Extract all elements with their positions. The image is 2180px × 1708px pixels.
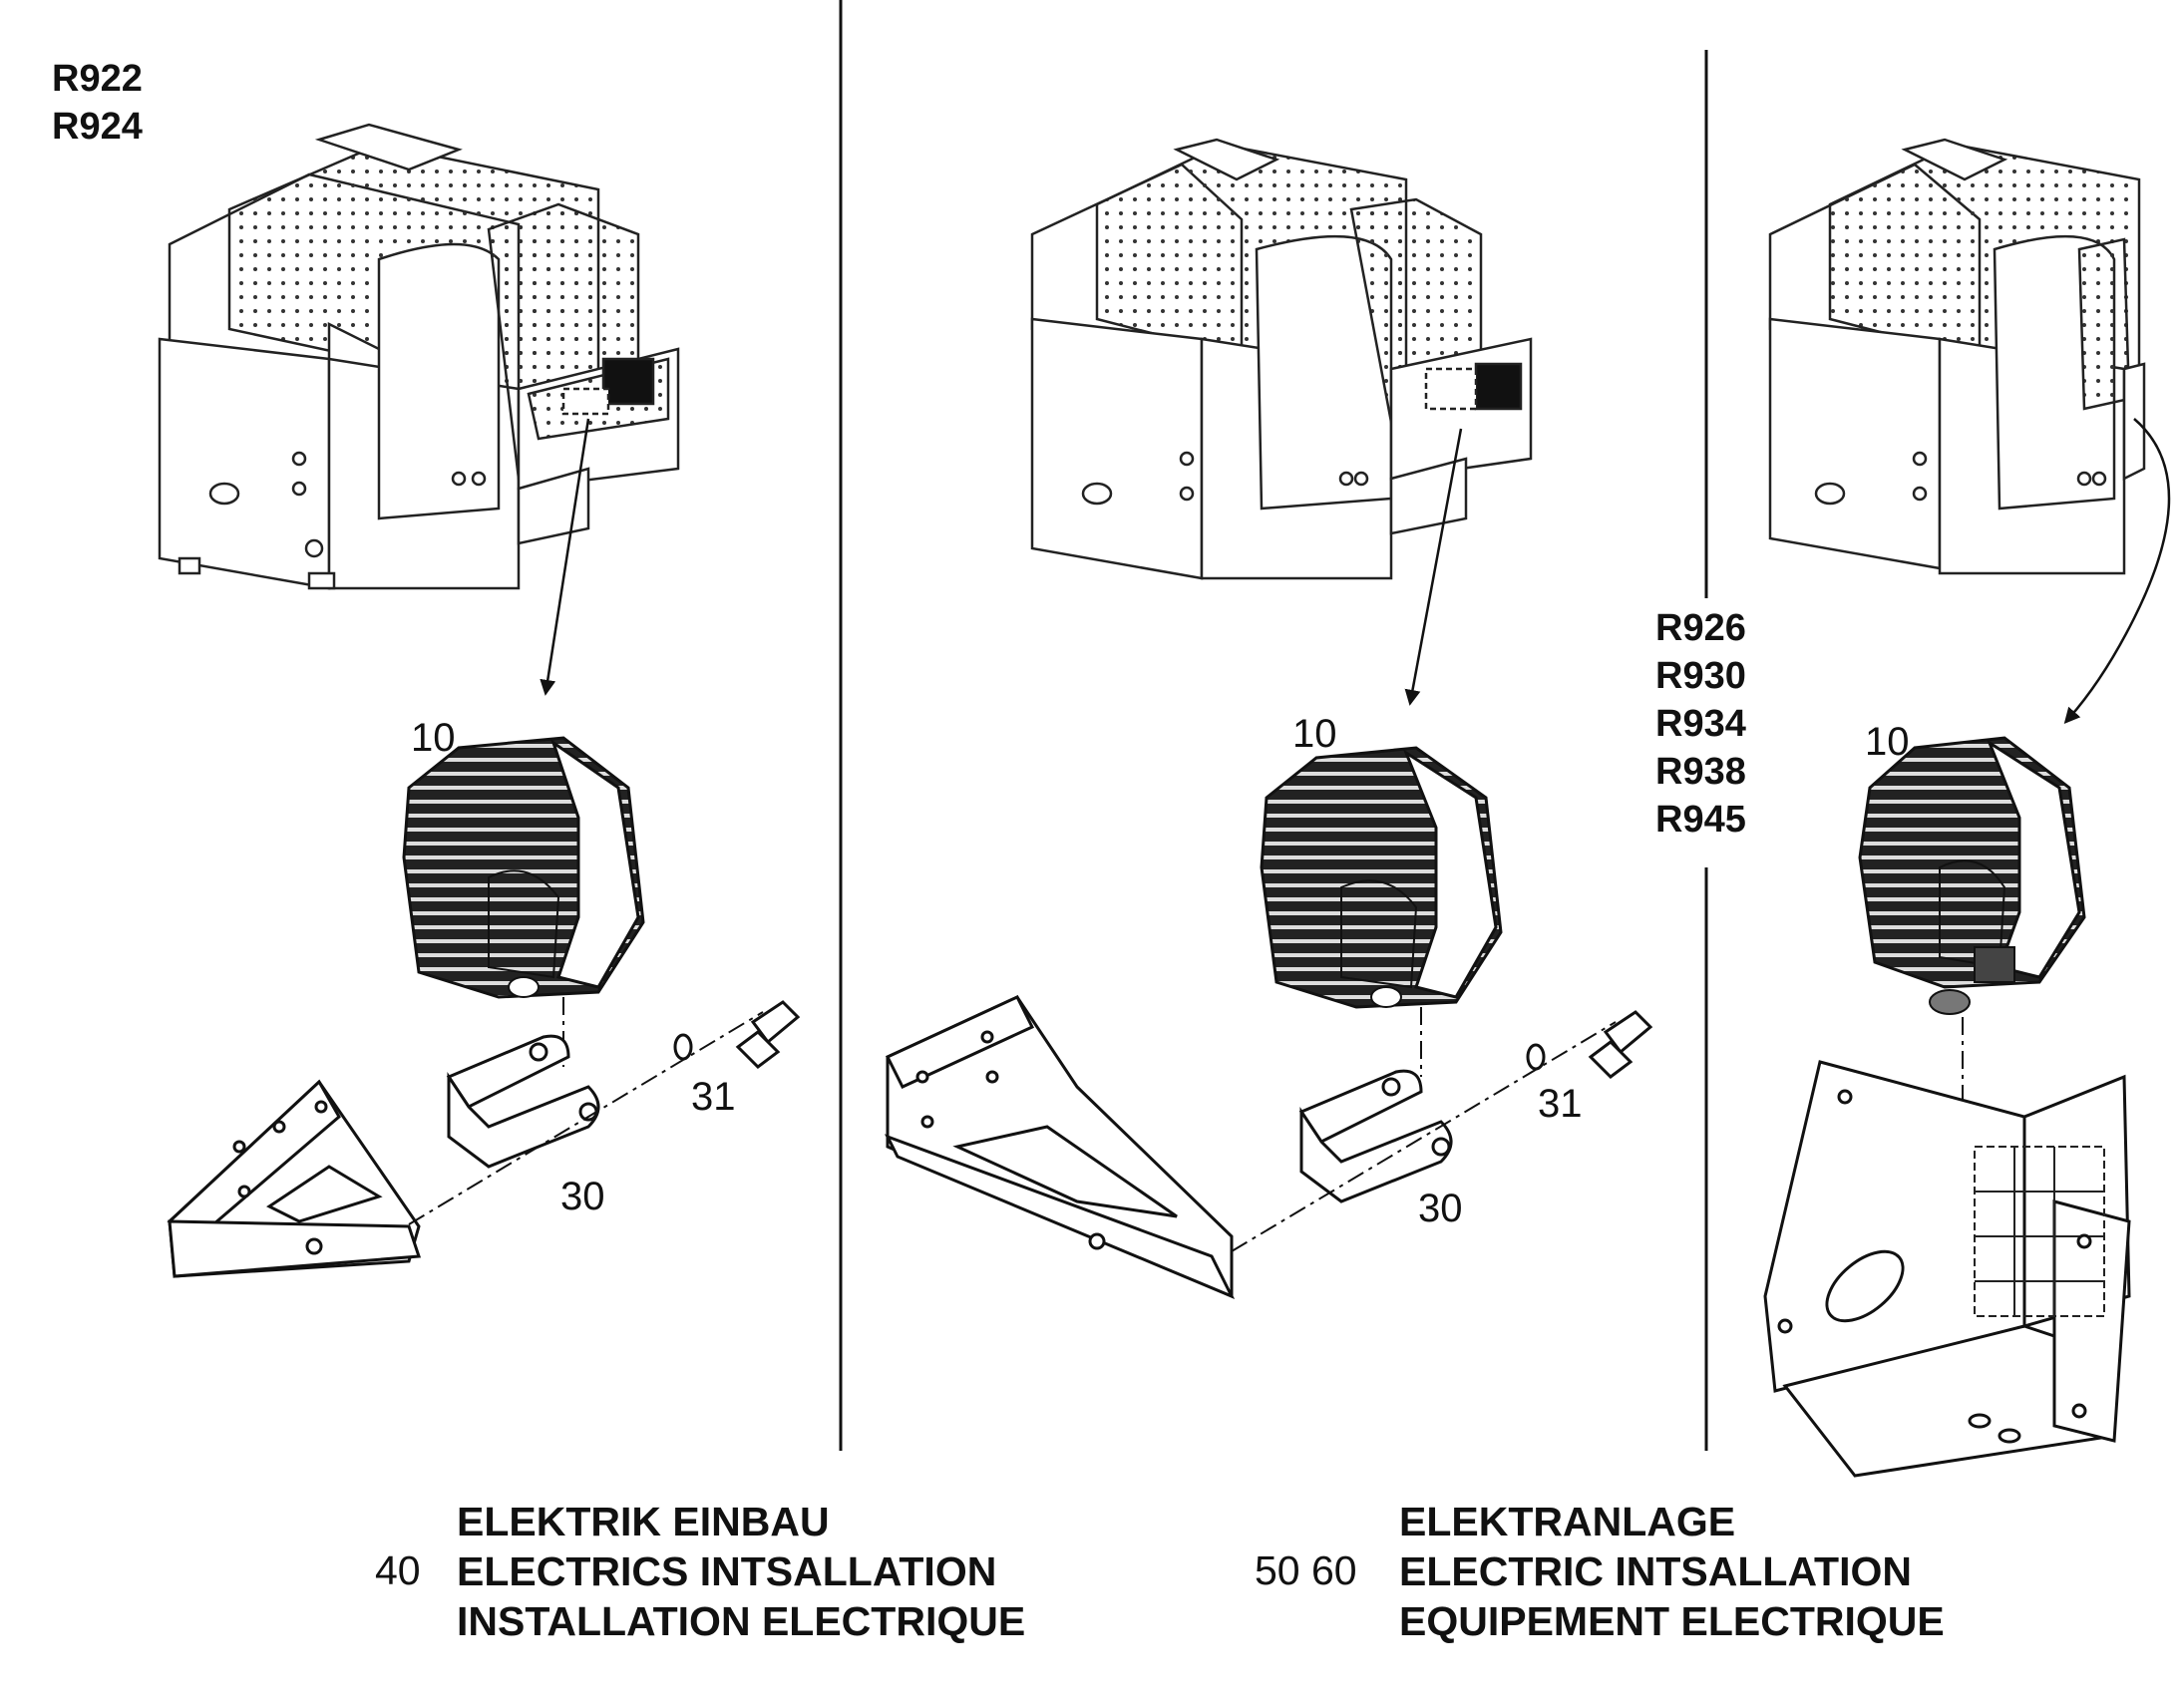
work-lamp-1 [402, 736, 645, 999]
callout-bracket: 30 [1418, 1187, 1463, 1230]
mounting-bracket-2 [1298, 1069, 1453, 1203]
mounting-bracket-1 [446, 1034, 600, 1169]
washer-1 [673, 1033, 693, 1061]
model-list-left: R922 R924 [52, 55, 143, 151]
callout-lamp: 10 [411, 716, 456, 760]
caption-title: ELEKTRIK EINBAU ELECTRICS INTSALLATION I… [457, 1497, 1025, 1646]
lamp-bracket-2 [884, 995, 1236, 1299]
caption-line: EQUIPEMENT ELECTRIQUE [1399, 1598, 1945, 1644]
callout-bracket: 30 [560, 1175, 605, 1218]
model-code: R924 [52, 106, 143, 148]
callout-lamp: 10 [1292, 712, 1337, 756]
model-code: R922 [52, 58, 143, 100]
caption-line: ELEKTRIK EINBAU [457, 1499, 830, 1544]
model-code: R930 [1655, 655, 1746, 697]
washer-2 [1526, 1043, 1546, 1071]
model-list-right: R926 R930 R934 R938 R945 [1655, 604, 1746, 844]
mounting-box-3 [1763, 1060, 2131, 1478]
caption-line: ELECTRICS INTSALLATION [457, 1548, 997, 1594]
model-code: R934 [1655, 703, 1746, 745]
screw-1 [735, 1000, 801, 1069]
screw-2 [1588, 1010, 1653, 1079]
work-lamp-3 [1858, 736, 2086, 1015]
cab-assembly-1 [158, 123, 680, 590]
cab-assembly-3 [1768, 138, 2146, 575]
caption-line: ELEKTRANLAGE [1399, 1499, 1736, 1544]
caption-line: ELECTRIC INTSALLATION [1399, 1548, 1912, 1594]
caption-number: 40 [375, 1547, 421, 1593]
lamp-bracket-1 [167, 1079, 422, 1278]
callout-lamp: 10 [1865, 720, 1910, 764]
caption-title: ELEKTRANLAGE ELECTRIC INTSALLATION EQUIP… [1399, 1497, 1945, 1646]
caption-line: INSTALLATION ELECTRIQUE [457, 1598, 1026, 1644]
model-code: R945 [1655, 799, 1746, 841]
callout-screw: 31 [691, 1075, 736, 1119]
model-code: R938 [1655, 751, 1746, 793]
work-lamp-2 [1260, 746, 1503, 1009]
caption-number: 50 60 [1255, 1547, 1357, 1593]
model-code: R926 [1655, 607, 1746, 649]
callout-screw: 31 [1538, 1082, 1583, 1126]
cab-assembly-2 [1030, 138, 1533, 580]
